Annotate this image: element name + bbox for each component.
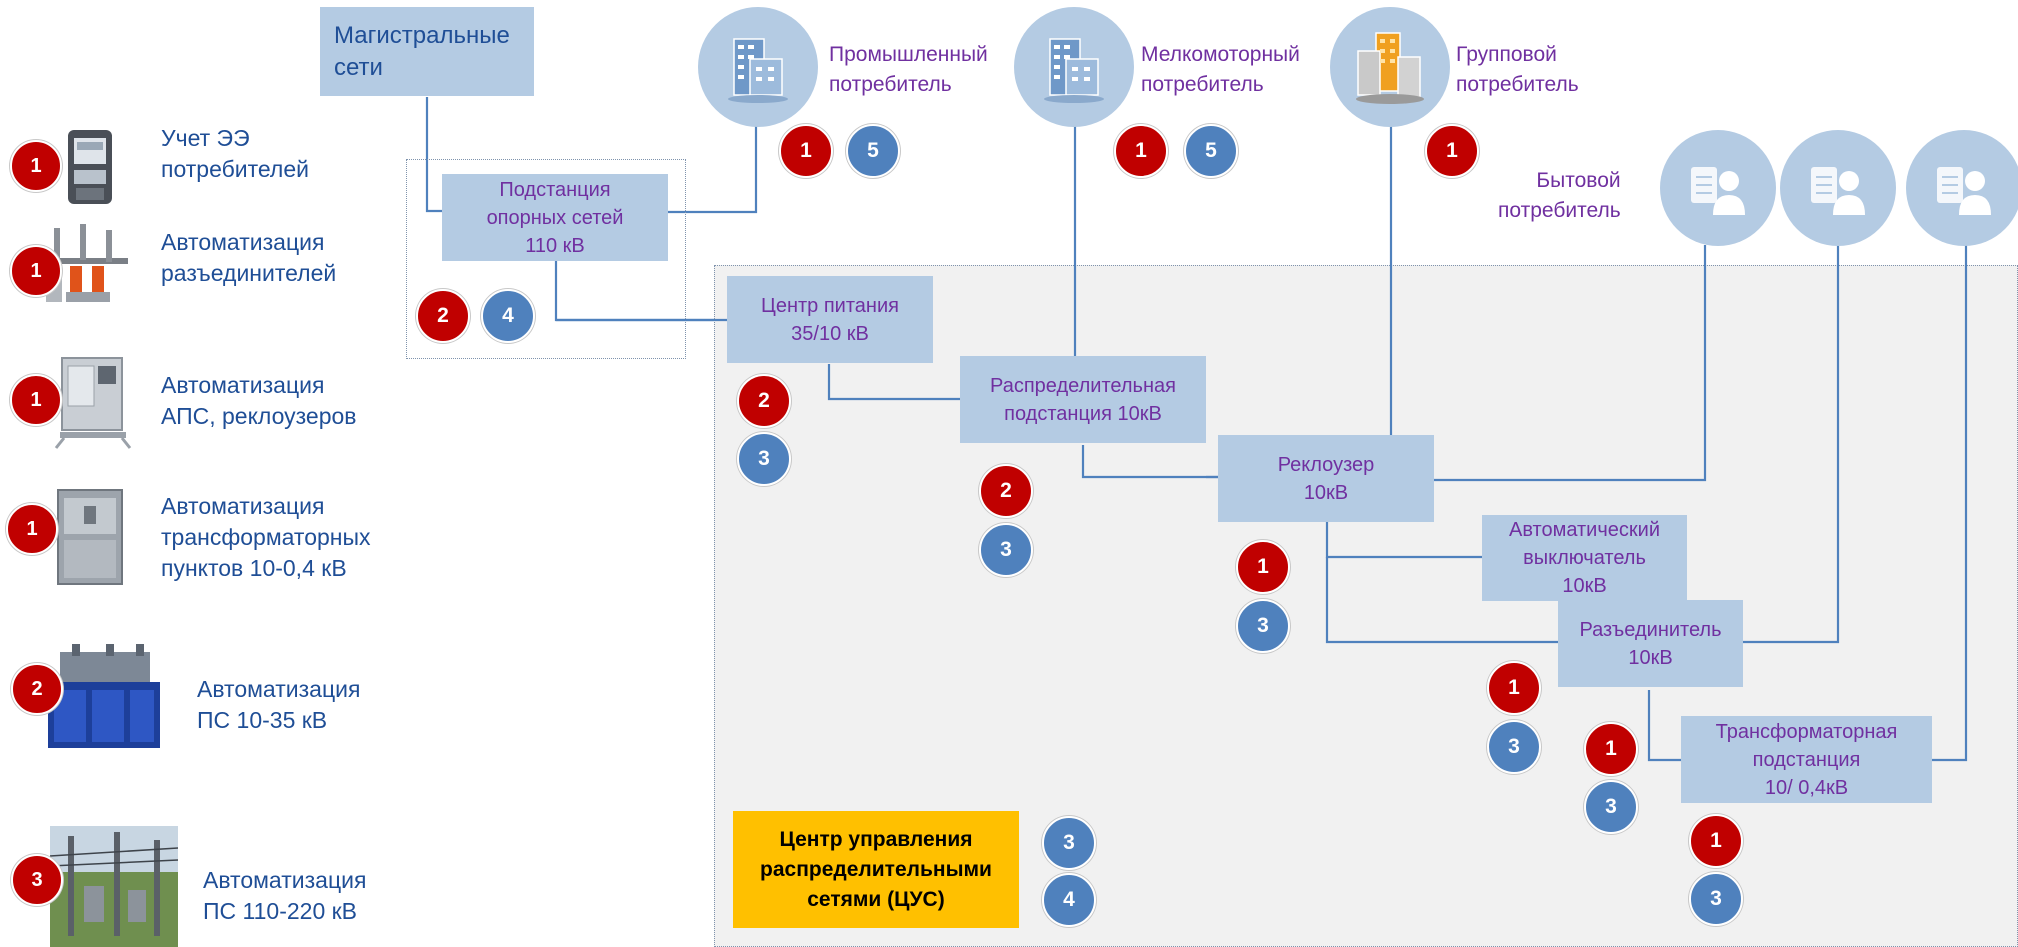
legend-badge: 3: [11, 854, 63, 906]
hv-substation-photo: [50, 826, 178, 947]
person-document-icon: [1691, 167, 1745, 215]
recloser-cabinet-icon: [52, 352, 134, 450]
power-center-badge-3: 3: [737, 432, 791, 486]
group-consumer-circle: [1330, 7, 1450, 127]
control-center-badge-4: 4: [1042, 873, 1096, 927]
legend-label: Автоматизация ПС 110-220 кВ: [203, 867, 367, 924]
small-motor-badge-1: 1: [1114, 124, 1168, 178]
circuit-breaker-box: Автоматический выключатель 10кВ: [1482, 515, 1687, 601]
transformer-left-badge-1: 1: [1584, 722, 1638, 776]
household-consumer-circle: [1780, 130, 1896, 246]
distribution-substation-box: Распределительная подстанция 10кВ: [960, 356, 1206, 443]
legend-badge: 1: [10, 245, 62, 297]
office-building-icon: [1044, 38, 1104, 103]
industrial-badge-1: 1: [779, 124, 833, 178]
disconnector-badge-3: 3: [1487, 720, 1541, 774]
legend-badge: 2: [11, 663, 63, 715]
household-consumer-circle: [1906, 130, 2018, 246]
household-consumer-circle: [1660, 130, 1776, 246]
recloser-badge-3: 3: [1236, 599, 1290, 653]
person-document-icon: [1811, 167, 1865, 215]
legend-label: Автоматизация АПС, реклоузеров: [161, 372, 357, 429]
towers-icon: [1356, 32, 1424, 104]
recloser-badge-1: 1: [1236, 540, 1290, 594]
legend-badge: 1: [10, 374, 62, 426]
electricity-meter-icon: [64, 128, 116, 206]
household-consumer-label: Бытовой потребитель: [1498, 169, 1621, 222]
control-center-box: Центр управления распределительными сетя…: [733, 811, 1019, 928]
substation-110-area: [406, 159, 686, 359]
person-document-icon: [1937, 167, 1991, 215]
transformer-badge-1: 1: [1689, 814, 1743, 868]
small-motor-badge-5: 5: [1184, 124, 1238, 178]
distribution-badge-3: 3: [979, 523, 1033, 577]
legend-label: Автоматизация ПС 10-35 кВ: [197, 676, 361, 733]
substation-110-box: Подстанция опорных сетей 110 кВ: [442, 174, 668, 261]
distribution-badge-2: 2: [979, 464, 1033, 518]
legend-label: Автоматизация разъединителей: [161, 229, 337, 286]
industrial-badge-5: 5: [846, 124, 900, 178]
disconnector-box: Разъединитель 10кВ: [1558, 600, 1743, 687]
transformer-left-badge-3: 3: [1584, 780, 1638, 834]
industrial-consumer-circle: [698, 7, 818, 127]
transformer-substation-box: Трансформаторная подстанция 10/ 0,4кВ: [1681, 716, 1932, 803]
small-motor-consumer-label: Мелкомоторный потребитель: [1141, 43, 1300, 96]
trunk-networks-box: Магистральные сети: [320, 7, 534, 96]
disconnector-badge-1: 1: [1487, 661, 1541, 715]
recloser-box: Реклоузер 10кВ: [1218, 435, 1434, 522]
legend-badge: 1: [6, 503, 58, 555]
group-badge-1: 1: [1425, 124, 1479, 178]
transformer-point-icon: [54, 486, 126, 588]
legend-badge: 1: [10, 140, 62, 192]
power-center-box: Центр питания 35/10 кВ: [727, 276, 933, 363]
office-building-icon: [728, 38, 788, 103]
small-motor-consumer-circle: [1014, 7, 1134, 127]
group-consumer-label: Групповой потребитель: [1456, 43, 1579, 96]
substation-110-badge-2: 2: [416, 289, 470, 343]
legend-label: Учет ЭЭ потребителей: [161, 125, 309, 182]
control-center-badge-3: 3: [1042, 816, 1096, 870]
substation-block-icon: [40, 642, 172, 754]
power-center-badge-2: 2: [737, 374, 791, 428]
substation-110-badge-4: 4: [481, 289, 535, 343]
industrial-consumer-label: Промышленный потребитель: [829, 43, 988, 96]
transformer-badge-3: 3: [1689, 872, 1743, 926]
legend-label: Автоматизация трансформаторных пунктов 1…: [161, 493, 371, 581]
